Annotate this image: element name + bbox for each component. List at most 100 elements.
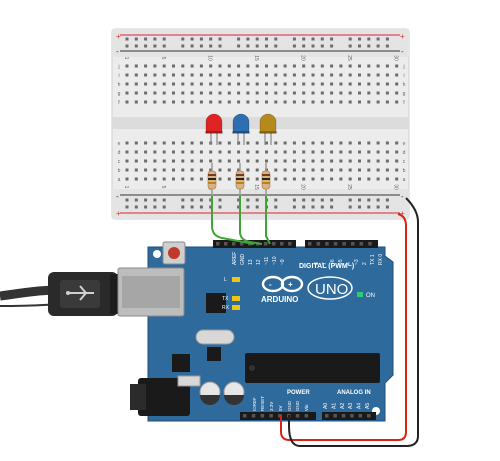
breadboard-hole[interactable] [311, 159, 315, 163]
breadboard-hole[interactable] [162, 73, 166, 77]
rail-hole[interactable] [134, 198, 138, 202]
breadboard-hole[interactable] [265, 82, 268, 86]
breadboard-hole[interactable] [367, 64, 371, 68]
breadboard-hole[interactable] [311, 64, 315, 68]
rail-hole[interactable] [190, 44, 194, 48]
breadboard-hole[interactable] [358, 150, 361, 154]
breadboard-hole[interactable] [181, 141, 185, 145]
breadboard-hole[interactable] [227, 64, 231, 68]
breadboard-hole[interactable] [320, 141, 324, 145]
breadboard-hole[interactable] [348, 159, 352, 163]
breadboard-hole[interactable] [358, 159, 361, 163]
rail-hole[interactable] [385, 44, 389, 48]
header-pin[interactable] [224, 242, 228, 246]
breadboard-hole[interactable] [144, 91, 148, 95]
header-pin[interactable] [304, 414, 309, 418]
breadboard-hole[interactable] [255, 100, 259, 104]
breadboard-hole[interactable] [339, 159, 343, 163]
rail-hole[interactable] [376, 37, 380, 41]
rail-hole[interactable] [125, 198, 129, 202]
breadboard-hole[interactable] [209, 150, 213, 154]
breadboard-hole[interactable] [330, 100, 334, 104]
breadboard-hole[interactable] [181, 91, 185, 95]
breadboard-hole[interactable] [237, 82, 241, 86]
breadboard-hole[interactable] [237, 73, 241, 77]
breadboard-hole[interactable] [274, 168, 278, 172]
breadboard-hole[interactable] [265, 73, 268, 77]
breadboard-hole[interactable] [172, 82, 175, 86]
breadboard-hole[interactable] [274, 73, 278, 77]
rail-hole[interactable] [376, 44, 380, 48]
breadboard-hole[interactable] [302, 150, 306, 154]
breadboard-hole[interactable] [199, 150, 203, 154]
breadboard-hole[interactable] [209, 91, 213, 95]
rail-hole[interactable] [153, 198, 157, 202]
black-gnd-wire[interactable] [288, 197, 419, 447]
rail-hole[interactable] [190, 37, 194, 41]
breadboard-hole[interactable] [209, 168, 213, 172]
rail-hole[interactable] [311, 205, 315, 209]
breadboard-hole[interactable] [292, 168, 296, 172]
breadboard-hole[interactable] [292, 91, 296, 95]
rail-hole[interactable] [320, 205, 324, 209]
breadboard-hole[interactable] [172, 100, 175, 104]
breadboard-hole[interactable] [376, 73, 380, 77]
rail-hole[interactable] [292, 205, 296, 209]
header-pin[interactable] [359, 242, 364, 246]
rail-hole[interactable] [320, 198, 324, 202]
header-pin[interactable] [308, 242, 312, 246]
breadboard-hole[interactable] [153, 168, 157, 172]
rail-hole[interactable] [162, 44, 166, 48]
rail-hole[interactable] [311, 37, 315, 41]
breadboard-hole[interactable] [134, 159, 138, 163]
breadboard-hole[interactable] [218, 100, 222, 104]
breadboard-hole[interactable] [302, 64, 306, 68]
breadboard-hole[interactable] [144, 159, 148, 163]
breadboard-hole[interactable] [367, 168, 371, 172]
breadboard-hole[interactable] [274, 150, 278, 154]
breadboard-hole[interactable] [302, 177, 306, 181]
breadboard-hole[interactable] [302, 168, 306, 172]
rail-hole[interactable] [209, 205, 213, 209]
breadboard-hole[interactable] [181, 82, 185, 86]
breadboard-hole[interactable] [181, 100, 185, 104]
breadboard-hole[interactable] [144, 64, 148, 68]
rail-hole[interactable] [311, 44, 315, 48]
breadboard-hole[interactable] [199, 141, 203, 145]
breadboard-hole[interactable] [125, 159, 129, 163]
header-pin[interactable] [341, 414, 346, 418]
breadboard-hole[interactable] [348, 150, 352, 154]
breadboard-hole[interactable] [274, 82, 278, 86]
breadboard-hole[interactable] [246, 159, 250, 163]
breadboard-hole[interactable] [190, 159, 194, 163]
breadboard-hole[interactable] [395, 150, 399, 154]
rail-hole[interactable] [367, 198, 371, 202]
breadboard-hole[interactable] [218, 177, 222, 181]
breadboard-hole[interactable] [237, 141, 241, 145]
breadboard-hole[interactable] [218, 150, 222, 154]
rail-hole[interactable] [134, 37, 138, 41]
breadboard-hole[interactable] [209, 64, 213, 68]
rail-hole[interactable] [255, 205, 259, 209]
breadboard-hole[interactable] [265, 100, 268, 104]
breadboard-hole[interactable] [348, 91, 352, 95]
rail-hole[interactable] [385, 205, 389, 209]
breadboard-hole[interactable] [311, 177, 315, 181]
rail-hole[interactable] [274, 44, 278, 48]
breadboard-hole[interactable] [385, 100, 389, 104]
header-pin[interactable] [232, 242, 236, 246]
breadboard-hole[interactable] [255, 73, 259, 77]
breadboard-hole[interactable] [125, 82, 129, 86]
breadboard-hole[interactable] [209, 73, 213, 77]
breadboard-hole[interactable] [320, 150, 324, 154]
breadboard-hole[interactable] [283, 82, 287, 86]
rail-hole[interactable] [199, 198, 203, 202]
breadboard-hole[interactable] [385, 150, 389, 154]
breadboard-hole[interactable] [292, 150, 296, 154]
breadboard-hole[interactable] [376, 91, 380, 95]
breadboard-hole[interactable] [265, 64, 268, 68]
breadboard-hole[interactable] [246, 141, 250, 145]
breadboard-hole[interactable] [134, 141, 138, 145]
rail-hole[interactable] [237, 198, 241, 202]
rail-hole[interactable] [162, 37, 166, 41]
